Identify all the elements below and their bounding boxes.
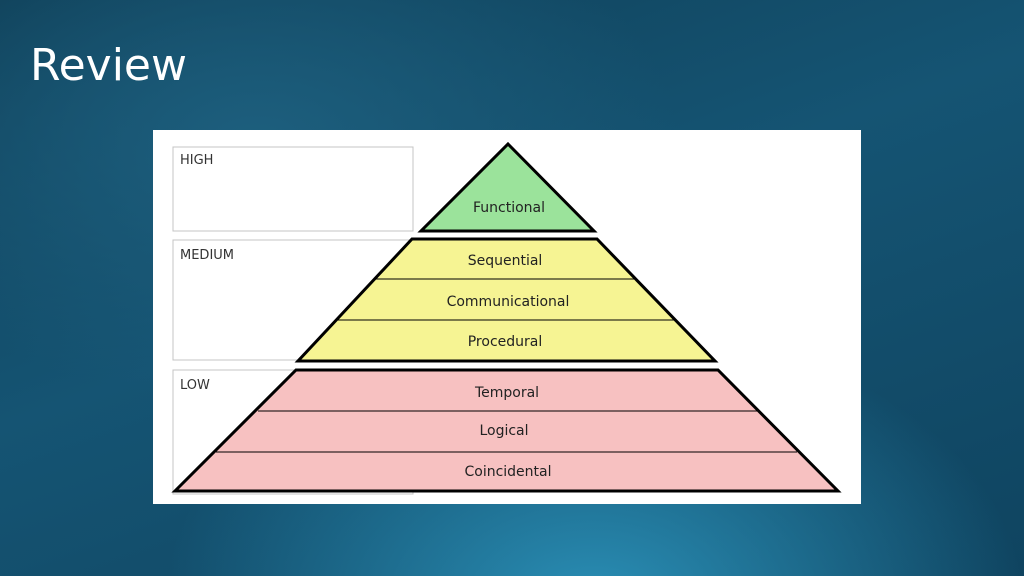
pyramid-tier-high xyxy=(417,141,598,233)
level-box-high xyxy=(172,146,414,232)
cohesion-pyramid-diagram: HIGH MEDIUM LOW Functional Sequential Co… xyxy=(171,141,842,495)
cohesion-type-temporal: Temporal xyxy=(474,385,539,401)
cohesion-type-logical: Logical xyxy=(479,423,528,439)
slide-title: Review xyxy=(30,40,187,91)
cohesion-type-coincidental: Coincidental xyxy=(464,464,551,480)
cohesion-type-functional: Functional xyxy=(473,200,545,216)
pyramid-tier-low xyxy=(171,368,842,493)
cohesion-pyramid-figure: HIGH MEDIUM LOW Functional Sequential Co… xyxy=(153,130,861,504)
cohesion-type-sequential: Sequential xyxy=(468,253,543,269)
level-label-low: LOW xyxy=(180,378,210,393)
cohesion-type-procedural: Procedural xyxy=(468,334,543,350)
cohesion-type-communicational: Communicational xyxy=(447,294,570,310)
level-label-high: HIGH xyxy=(180,153,213,168)
level-label-medium: MEDIUM xyxy=(180,248,234,263)
